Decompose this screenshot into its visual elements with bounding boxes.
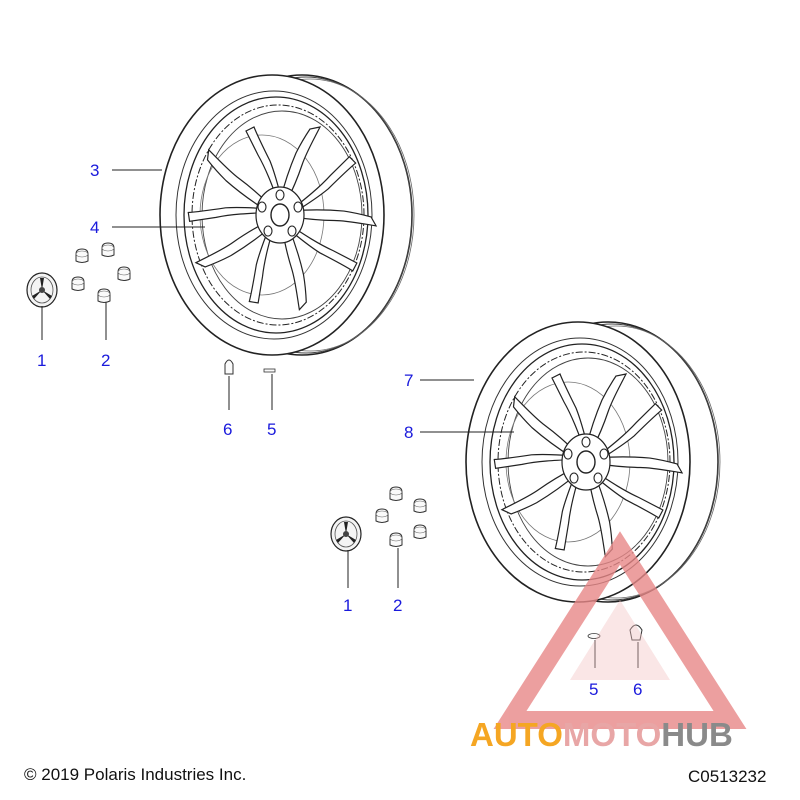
lugnuts-lower <box>375 486 427 547</box>
wheel-assembly-lower <box>466 322 720 602</box>
callout-1-hubcap-lower: 1 <box>343 596 353 615</box>
watermark-text-moto: MOTO <box>562 716 662 753</box>
callout-6-valve-stem-upper: 6 <box>223 420 233 439</box>
watermark-text: AUTOMOTOHUB <box>470 718 733 751</box>
callout-8-wheel-lower: 8 <box>404 423 414 442</box>
watermark-logo <box>493 531 747 729</box>
callout-5-valve-core-upper: 5 <box>267 420 277 439</box>
watermark-text-auto: AUTO <box>470 716 563 753</box>
callout-7-tire-lower: 7 <box>404 371 414 390</box>
callout-6-valve-stem-lower: 6 <box>633 680 643 699</box>
leader-lines <box>41 169 639 668</box>
lugnuts-upper <box>71 242 131 303</box>
hubcap-lower <box>330 516 362 552</box>
valve-core-lower <box>587 633 601 639</box>
copyright-text: © 2019 Polaris Industries Inc. <box>24 765 247 784</box>
watermark-text-hub: HUB <box>661 716 733 753</box>
callout-3-tire-upper: 3 <box>90 161 100 180</box>
valve-stem-lower <box>629 624 643 641</box>
wheel-assembly-upper <box>160 75 414 355</box>
callout-4-wheel-upper: 4 <box>90 218 100 237</box>
hubcap-upper <box>26 272 58 308</box>
valve-stem-upper <box>224 359 234 375</box>
callout-5-valve-core-lower: 5 <box>589 680 599 699</box>
callout-2-lugnut-lower: 2 <box>393 596 403 615</box>
valve-core-upper <box>263 368 276 373</box>
callout-1-hubcap-upper: 1 <box>37 351 47 370</box>
callout-2-lugnut-upper: 2 <box>101 351 111 370</box>
drawing-code: C0513232 <box>688 767 767 786</box>
